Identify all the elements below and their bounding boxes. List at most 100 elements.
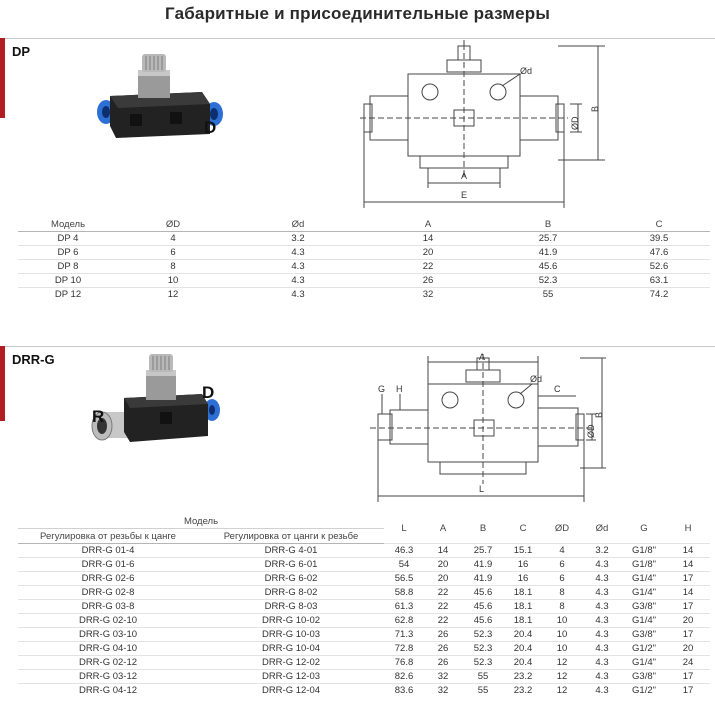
drrg-dim-d: Ød [530,374,542,384]
drrg-table-cell: G1/4" [622,613,666,628]
drrg-table-cell: 20.4 [504,655,542,670]
drrg-table-cell: DRR-G 04-10 [18,641,198,656]
dp-table-cell: 8 [118,259,228,274]
drrg-table-cell: G1/8" [622,557,666,572]
drrg-table-cell: 4.3 [582,571,622,586]
dp-table-cell: 74.2 [608,287,710,301]
drrg-table-cell: 45.6 [462,585,504,600]
drrg-table-cell: 24 [666,655,710,670]
drrg-table-cell: 26 [424,641,462,656]
drrg-dim-od: ØD [586,424,596,438]
drrg-col-c: C [519,523,527,534]
dp-table-cell: DP 4 [18,231,118,246]
dp-table-cell: 26 [368,273,488,288]
dp-col-d: Ød [228,217,368,232]
dp-table-cell: 52.6 [608,259,710,274]
dp-table-cell: 41.9 [488,245,608,260]
drrg-table-cell: 15.1 [504,543,542,558]
drrg-table-cell: 4.3 [582,655,622,670]
drrg-table-cell: DRR-G 12-04 [198,683,384,697]
drrg-table-cell: 71.3 [384,627,424,642]
section-divider [0,346,715,347]
drrg-dimensions-table: Модель L A B C ØD Ød G H Регулировка от … [18,514,710,697]
drrg-table-cell: 20 [424,571,462,586]
dp-table-cell: 4.3 [228,259,368,274]
drrg-table-cell: 17 [666,599,710,614]
drrg-table-cell: 41.9 [462,557,504,572]
drrg-table-cell: DRR-G 03-12 [18,669,198,684]
drrg-table-cell: DRR-G 12-02 [198,655,384,670]
drrg-table-cell: 12 [542,655,582,670]
drrg-technical-drawing: A C L B ØD Ød G H [370,352,606,502]
drrg-table-cell: 18.1 [504,599,542,614]
drrg-table-cell: 41.9 [462,571,504,586]
drrg-port-label-d: D [202,383,214,402]
drrg-table-cell: G3/8" [622,627,666,642]
drrg-table-cell: DRR-G 4-01 [198,543,384,558]
drrg-table-cell: 6 [542,571,582,586]
drrg-product-photo: D R [91,354,220,442]
dp-table-cell: 55 [488,287,608,301]
page-title: Габаритные и присоединительные размеры [164,4,551,23]
drrg-table-cell: 22 [424,585,462,600]
drrg-table-cell: DRR-G 02-6 [18,571,198,586]
dp-col-od: ØD [118,217,228,232]
dp-table-cell: 52.3 [488,273,608,288]
drrg-table-cell: 4.3 [582,585,622,600]
drrg-dim-h: H [396,384,403,394]
drrg-dim-a: A [479,352,485,362]
drrg-table-cell: 17 [666,683,710,697]
section-label-dp: DP [12,44,31,59]
drrg-table-cell: DRR-G 10-03 [198,627,384,642]
drrg-table-cell: 4.3 [582,627,622,642]
drrg-table-cell: G3/8" [622,669,666,684]
drrg-table-cell: 54 [384,557,424,572]
drrg-table-cell: 17 [666,669,710,684]
drrg-table-cell: 58.8 [384,585,424,600]
dp-table-cell: 10 [118,273,228,288]
drrg-table-cell: 14 [424,543,462,558]
drrg-dim-l: L [479,484,484,494]
drrg-table-cell: 20.4 [504,627,542,642]
drrg-dim-c: C [554,384,561,394]
drrg-table-cell: G1/2" [622,683,666,697]
dp-col-a: A [368,217,488,232]
drrg-table-cell: 32 [424,669,462,684]
drrg-col-d: Ød [595,523,609,534]
drrg-port-label-r: R [92,407,104,426]
drrg-table-cell: 72.8 [384,641,424,656]
dp-product-photo: D [97,54,223,138]
drrg-col-model-group: Модель [18,514,384,529]
drrg-table-cell: DRR-G 6-02 [198,571,384,586]
drrg-table-cell: 14 [666,585,710,600]
drrg-table-cell: 45.6 [462,599,504,614]
drrg-table-cell: 26 [424,627,462,642]
dp-dim-od: ØD [570,116,580,130]
drrg-table-cell: 4.3 [582,641,622,656]
drrg-table-cell: 4.3 [582,683,622,697]
drrg-table-cell: 45.6 [462,613,504,628]
dp-port-label: D [204,118,216,137]
drrg-table-cell: 20 [424,557,462,572]
drrg-table-cell: DRR-G 03-8 [18,599,198,614]
dp-table-cell: 22 [368,259,488,274]
drrg-table-cell: 76.8 [384,655,424,670]
drrg-table-cell: DRR-G 8-03 [198,599,384,614]
section-accent-bar [0,38,5,118]
drrg-table-cell: G1/4" [622,655,666,670]
drrg-table-cell: 52.3 [462,655,504,670]
dp-technical-drawing: A E B ØD Ød [360,40,605,208]
drrg-table-cell: 83.6 [384,683,424,697]
drrg-table-cell: DRR-G 04-12 [18,683,198,697]
drrg-table-cell: 82.6 [384,669,424,684]
drrg-table-header-row: Модель L A B C ØD Ød G H [18,514,710,534]
drrg-table-cell: 52.3 [462,627,504,642]
drrg-table-cell: DRR-G 12-03 [198,669,384,684]
